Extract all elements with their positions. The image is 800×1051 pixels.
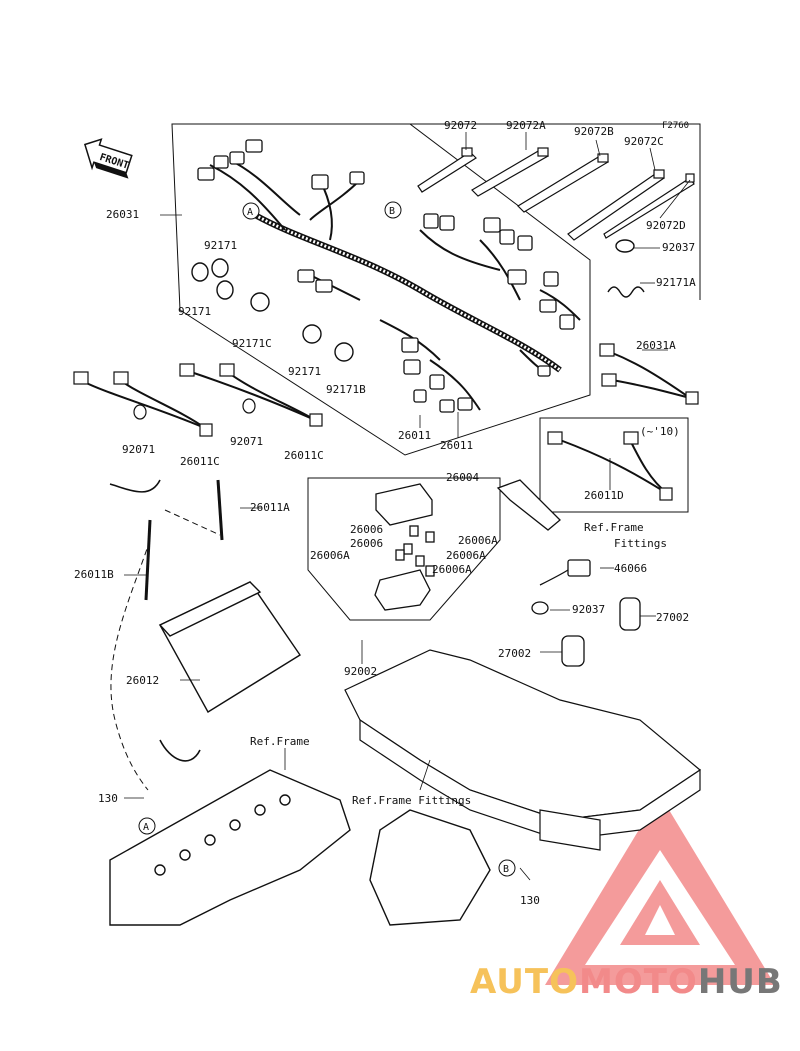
part-26011-b: 26011 <box>440 439 474 452</box>
watermark-auto: AUTO <box>470 962 579 1002</box>
part-26011D: 26011D <box>584 489 624 502</box>
part-92171-c: 92171 <box>288 365 322 378</box>
leader-lines <box>124 132 691 881</box>
harness-connectors <box>197 139 575 413</box>
part-26011C-a: 26011C <box>180 455 220 468</box>
part-26011B: 26011B <box>74 568 114 581</box>
part-26012: 26012 <box>126 674 160 687</box>
part-92072: 92072 <box>444 119 478 132</box>
part-130-b: 130 <box>520 894 540 907</box>
harness-group-outline <box>171 123 591 456</box>
part-92171-b: 92171 <box>178 305 212 318</box>
part-92037-b: 92037 <box>572 603 606 616</box>
part-92071-b: 92071 <box>230 435 264 448</box>
watermark-text: AUTOMOTOHUB <box>470 962 783 1002</box>
part-26031: 26031 <box>106 208 140 221</box>
part-26011-a: 26011 <box>398 429 432 442</box>
callout-B2: B <box>503 864 509 875</box>
front-arrow-icon: FRONT <box>83 138 133 179</box>
ref-frame-fittings-1: Ref.Frame <box>584 521 644 534</box>
part-26006A-c: 26006A <box>446 549 486 562</box>
figure-code: F2760 <box>662 121 690 131</box>
callout-B1: B <box>389 206 395 217</box>
sub-harness-26011C <box>73 363 323 437</box>
battery-leads <box>110 509 221 791</box>
part-92002: 92002 <box>344 665 378 678</box>
part-26004: 26004 <box>446 471 480 484</box>
main-harness <box>209 159 581 411</box>
part-26011A: 26011A <box>250 501 290 514</box>
part-26006A-d: 26006A <box>432 563 472 576</box>
part-92171B: 92171B <box>326 383 366 396</box>
part-46066: 46066 <box>614 562 648 575</box>
fuse-box <box>374 483 435 611</box>
part-92037-a: 92037 <box>662 241 696 254</box>
watermark-moto: MOTO <box>578 962 698 1002</box>
callout-A2: A <box>143 822 149 833</box>
sub-harness-26011D <box>547 431 673 501</box>
ref-frame: Ref.Frame <box>250 735 310 748</box>
watermark-logo <box>545 795 775 985</box>
part-92071-a: 92071 <box>122 443 156 456</box>
relay-parts <box>531 559 641 667</box>
part-92072D: 92072D <box>646 219 686 232</box>
part-26006-a: 26006 <box>350 523 384 536</box>
part-27002-a: 27002 <box>656 611 690 624</box>
part-26011C-b: 26011C <box>284 449 324 462</box>
part-92072C: 92072C <box>624 135 664 148</box>
part-92171A: 92171A <box>656 276 696 289</box>
part-26006A-a: 26006A <box>310 549 350 562</box>
part-26031A: 26031A <box>636 339 676 352</box>
part-26006A-b: 26006A <box>458 534 498 547</box>
ref-frame-fittings-1b: Fittings <box>614 537 667 550</box>
battery-26012 <box>144 479 301 713</box>
main-frame <box>109 769 491 926</box>
sub-harness-26031A <box>599 343 699 405</box>
part-92072A: 92072A <box>506 119 546 132</box>
ref-frame-fittings-2: Ref.Frame Fittings <box>352 794 472 807</box>
frame-fittings-tray <box>344 649 702 851</box>
circle-callouts <box>138 201 516 877</box>
cable-bands <box>417 147 695 241</box>
grommets-92171 <box>191 258 354 362</box>
part-27002-b: 27002 <box>498 647 532 660</box>
callout-A1: A <box>247 207 253 218</box>
part-92072B: 92072B <box>574 125 614 138</box>
watermark-hub: HUB <box>697 962 783 1002</box>
part-92171C: 92171C <box>232 337 272 350</box>
part-92171-a: 92171 <box>204 239 238 252</box>
part-26006-b: 26006 <box>350 537 384 550</box>
part-130-a: 130 <box>98 792 118 805</box>
variant-note: (~'10) <box>640 425 680 438</box>
